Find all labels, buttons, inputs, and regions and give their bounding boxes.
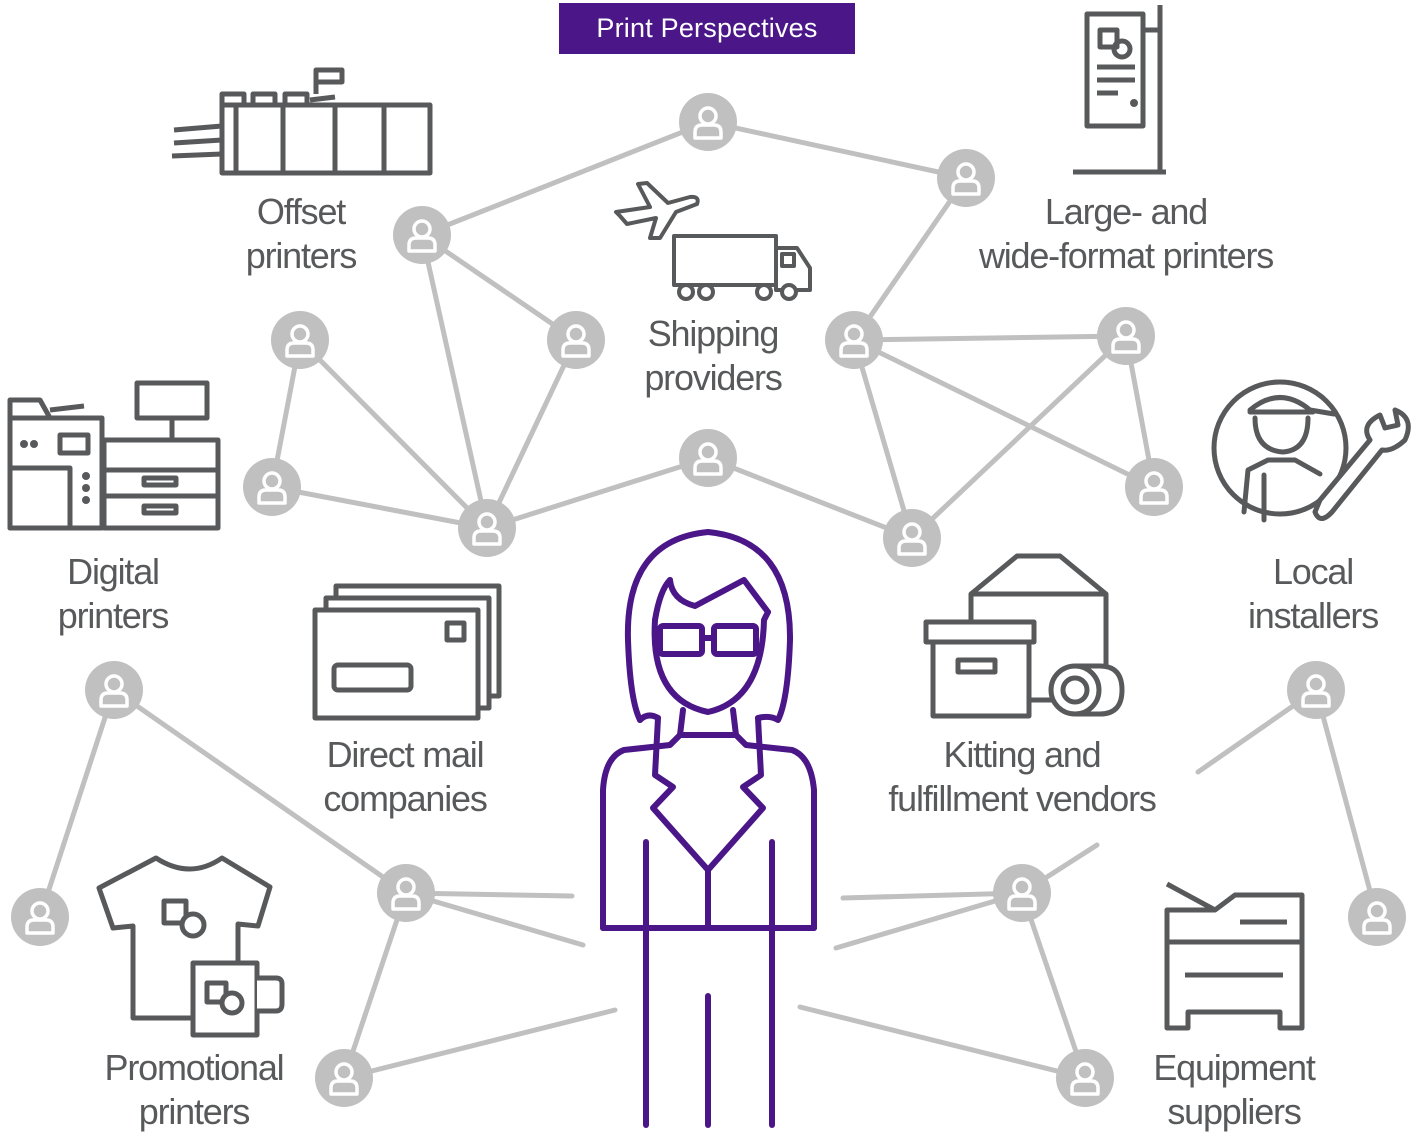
network-edge	[840, 890, 1025, 901]
label-line: Offset	[256, 191, 346, 232]
network-edge	[705, 455, 915, 541]
label-line: Shipping	[647, 313, 780, 354]
label-line: wide-format printers	[978, 235, 1274, 276]
network-edge	[419, 232, 579, 343]
person-node-icon	[85, 661, 143, 719]
label-line: fulfillment vendors	[888, 778, 1157, 819]
person-node-icon	[679, 93, 737, 151]
label-equipment-suppliers: Equipment suppliers	[1144, 1046, 1324, 1134]
label-large-format-printers: Large- and wide-format printers	[975, 190, 1277, 278]
network-edge	[705, 119, 969, 181]
network-edge	[833, 890, 1025, 951]
person-node-icon	[993, 864, 1051, 922]
network-edge	[419, 119, 711, 238]
person-node-icon	[271, 311, 329, 369]
tshirt-mug-icon	[96, 855, 285, 1038]
offset-press-icon	[171, 67, 433, 176]
network-edge	[909, 333, 1129, 541]
person-node-icon	[1056, 1049, 1114, 1107]
label-promotional-printers: Promotional printers	[96, 1046, 292, 1134]
person-node-icon	[458, 499, 516, 557]
network-edge	[341, 890, 409, 1081]
network-edge	[484, 455, 711, 531]
network-edge	[1313, 687, 1380, 920]
label-line: companies	[323, 778, 487, 819]
banner-stand-icon	[1073, 5, 1166, 175]
network-edge	[37, 687, 117, 920]
label-line: installers	[1247, 595, 1379, 636]
network-edge	[1019, 890, 1088, 1081]
person-node-icon	[883, 509, 941, 567]
network-edge	[797, 1004, 1088, 1081]
network-edge	[403, 890, 586, 948]
page-title: Print Perspectives	[596, 13, 818, 43]
label-line: Kitting and	[943, 734, 1102, 775]
person-node-icon	[825, 311, 883, 369]
network-edge	[297, 337, 490, 531]
person-node-icon	[1125, 458, 1183, 516]
airplane-truck-icon	[614, 181, 812, 301]
label-line: Direct mail	[326, 734, 485, 775]
label-line: printers	[138, 1091, 251, 1132]
installer-wrench-icon	[1211, 379, 1411, 523]
copier-icon	[1164, 881, 1305, 1031]
label-line: printers	[57, 595, 170, 636]
label-line: printers	[245, 235, 358, 276]
page-title-banner: Print Perspectives	[559, 3, 855, 54]
label-line: suppliers	[1167, 1091, 1301, 1132]
network-edges	[37, 119, 1380, 1081]
network-edge	[851, 337, 915, 541]
person-node-icon	[1287, 661, 1345, 719]
digital-press-icon	[7, 380, 221, 531]
label-local-installers: Local installers	[1240, 550, 1386, 638]
person-node-icon	[315, 1049, 373, 1107]
label-line: Equipment	[1153, 1047, 1316, 1088]
network-edge	[851, 333, 1129, 343]
person-node-icon	[11, 888, 69, 946]
network-edge	[484, 337, 579, 531]
person-node-icon	[547, 311, 605, 369]
label-direct-mail-companies: Direct mail companies	[316, 733, 494, 821]
label-digital-printers: Digital printers	[48, 550, 178, 638]
network-edge	[341, 1007, 618, 1081]
businesswoman-icon	[600, 529, 817, 1128]
label-line: Digital	[67, 551, 160, 592]
person-node-icon	[377, 864, 435, 922]
label-shipping-providers: Shipping providers	[625, 312, 801, 400]
label-line: Promotional	[104, 1047, 285, 1088]
person-node-icon	[937, 149, 995, 207]
label-line: Large- and	[1044, 191, 1208, 232]
label-line: providers	[644, 357, 782, 398]
network-edge	[269, 484, 490, 531]
envelopes-icon	[312, 583, 502, 721]
label-offset-printers: Offset printers	[236, 190, 366, 278]
person-node-icon	[679, 429, 737, 487]
box-tape-icon	[923, 553, 1125, 719]
network-edge	[419, 232, 490, 531]
person-node-icon	[1348, 888, 1406, 946]
person-node-icon	[393, 206, 451, 264]
network-edge	[851, 175, 969, 343]
person-node-icon	[1097, 307, 1155, 365]
network-edge	[111, 687, 409, 896]
label-kitting-fulfillment-vendors: Kitting and fulfillment vendors	[884, 733, 1160, 821]
person-node-icon	[243, 458, 301, 516]
label-line: Local	[1272, 551, 1354, 592]
network-nodes	[11, 93, 1406, 1107]
network-edge	[851, 337, 1157, 490]
